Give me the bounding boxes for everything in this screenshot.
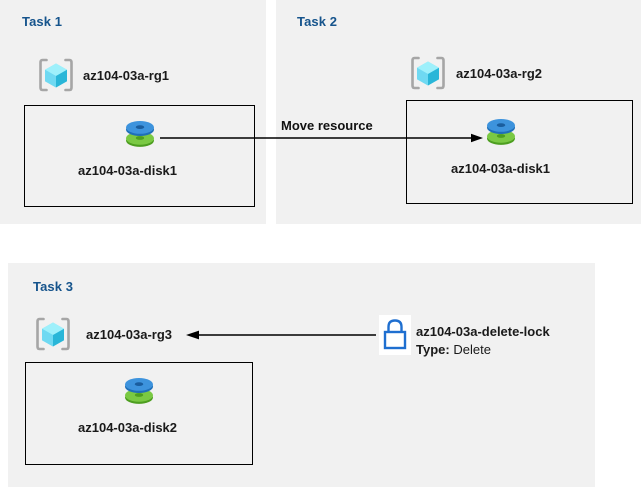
task-3-title: Task 3 <box>33 279 74 294</box>
task-1-resource-label: az104-03a-disk1 <box>78 163 178 178</box>
lock-type-key: Type: <box>416 342 450 357</box>
task-1-panel <box>0 0 266 224</box>
move-resource-arrow <box>160 132 485 144</box>
task-1-resource-group-label: az104-03a-rg1 <box>83 68 169 83</box>
lock-type-value: Delete <box>453 342 491 357</box>
task-3-resource-group-label: az104-03a-rg3 <box>86 327 172 342</box>
managed-disk-icon <box>119 371 159 411</box>
managed-disk-icon <box>120 114 160 154</box>
move-resource-label: Move resource <box>281 118 373 133</box>
task-3-resource-label: az104-03a-disk2 <box>78 420 178 435</box>
resource-group-icon <box>36 55 76 95</box>
lock-type-row: Type: Delete <box>416 342 491 357</box>
task-3-panel <box>8 263 595 487</box>
lock-name-label: az104-03a-delete-lock <box>416 324 550 339</box>
lock-applies-to-arrow <box>186 329 376 341</box>
task-2-resource-box <box>406 100 633 204</box>
lock-icon <box>379 315 411 355</box>
task-2-resource-group-label: az104-03a-rg2 <box>456 66 542 81</box>
resource-group-icon <box>33 314 73 354</box>
managed-disk-icon <box>481 112 521 152</box>
task-1-title: Task 1 <box>22 14 63 29</box>
task-2-resource-label: az104-03a-disk1 <box>451 161 551 176</box>
task-1-resource-box <box>24 105 255 207</box>
resource-group-icon <box>408 53 448 93</box>
task-3-resource-box <box>25 362 253 465</box>
task-2-panel <box>276 0 641 224</box>
task-2-title: Task 2 <box>297 14 338 29</box>
